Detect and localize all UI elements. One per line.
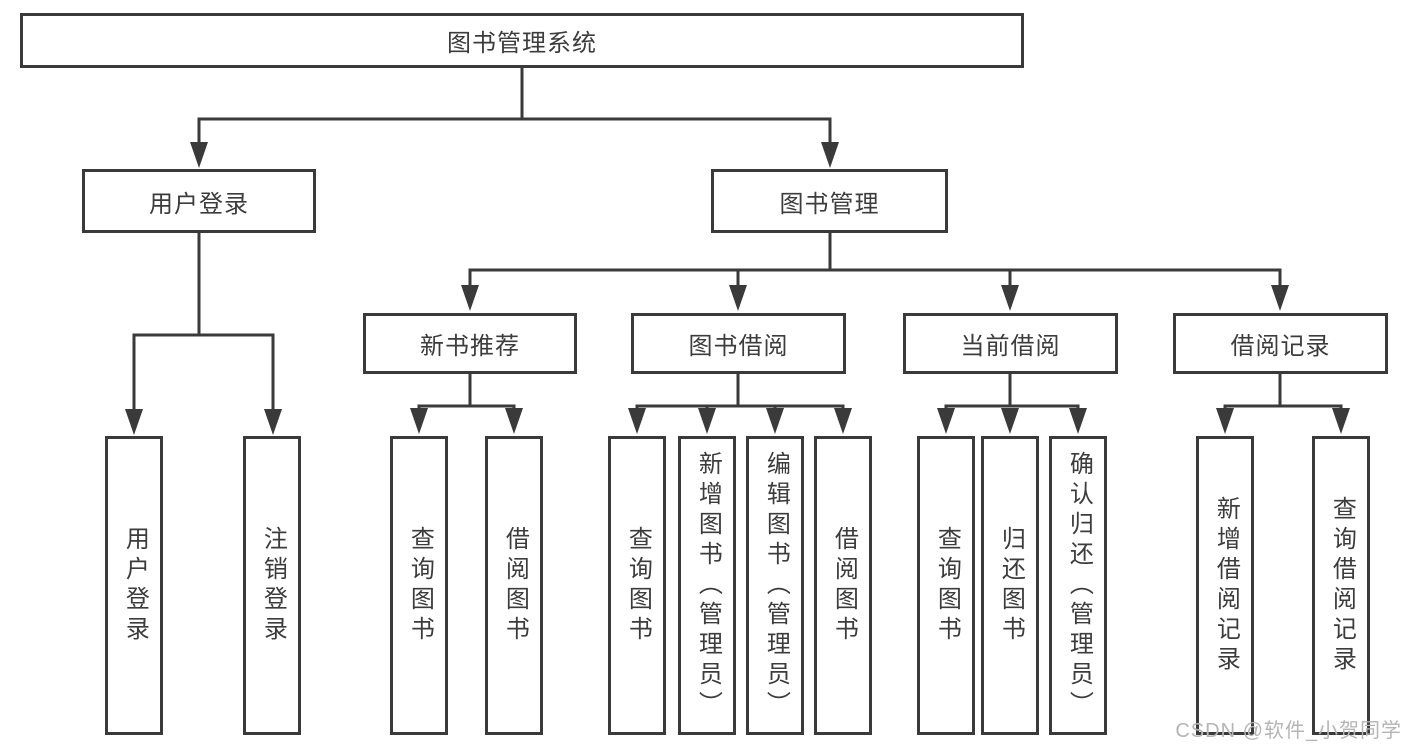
node-label: 查询图书 — [624, 525, 652, 646]
leaf-query-books-recommend: 查询图书 — [390, 436, 448, 735]
node-new-book-recommend: 新书推荐 — [363, 313, 577, 374]
leaf-confirm-return-admin: 确认归还（管理员） — [1049, 436, 1107, 735]
leaf-return-books: 归还图书 — [981, 436, 1039, 735]
arrowhead-icons — [125, 142, 1350, 435]
leaf-logout: 注销登录 — [243, 436, 301, 735]
node-label: 查询图书 — [406, 525, 434, 646]
node-borrow-records: 借阅记录 — [1173, 313, 1388, 374]
node-label: 归还图书 — [997, 525, 1025, 646]
node-book-management: 图书管理 — [711, 169, 948, 233]
node-book-borrowing: 图书借阅 — [631, 313, 846, 374]
leaf-borrow-books-borrowing: 借阅图书 — [814, 436, 872, 735]
leaf-add-borrow-record: 新增借阅记录 — [1196, 436, 1254, 735]
leaf-query-books-current: 查询图书 — [917, 436, 975, 735]
node-label: 确认归还（管理员） — [1065, 450, 1093, 721]
node-label: 图书管理 — [779, 190, 880, 218]
node-label: 注销登录 — [259, 525, 287, 646]
leaf-edit-book-admin: 编辑图书（管理员） — [746, 436, 804, 735]
node-label: 查询借阅记录 — [1328, 495, 1356, 676]
node-label: 查询图书 — [933, 525, 961, 646]
leaf-query-borrow-record: 查询借阅记录 — [1312, 436, 1370, 735]
node-label: 借阅图书 — [501, 525, 529, 646]
node-label: 编辑图书（管理员） — [762, 450, 790, 721]
node-label: 当前借阅 — [960, 333, 1061, 360]
node-label: 借阅图书 — [830, 525, 858, 646]
node-label: 借阅记录 — [1230, 333, 1331, 360]
leaf-borrow-books-recommend: 借阅图书 — [485, 436, 543, 735]
leaf-user-login: 用户登录 — [105, 436, 163, 735]
node-label: 新书推荐 — [420, 333, 520, 360]
node-label: 用户登录 — [149, 190, 249, 218]
leaf-query-books-borrowing: 查询图书 — [608, 436, 666, 735]
node-label: 图书管理系统 — [447, 30, 597, 57]
leaf-add-book-admin: 新增图书（管理员） — [678, 436, 736, 735]
node-label: 新增借阅记录 — [1212, 495, 1240, 676]
node-user-login: 用户登录 — [82, 169, 316, 233]
node-current-borrowing: 当前借阅 — [903, 313, 1118, 374]
node-label: 用户登录 — [121, 525, 149, 646]
node-label: 新增图书（管理员） — [694, 450, 722, 721]
node-library-system: 图书管理系统 — [20, 13, 1024, 68]
node-label: 图书借阅 — [688, 333, 789, 360]
csdn-watermark: CSDN @软件_小贺同学 — [1175, 720, 1402, 742]
